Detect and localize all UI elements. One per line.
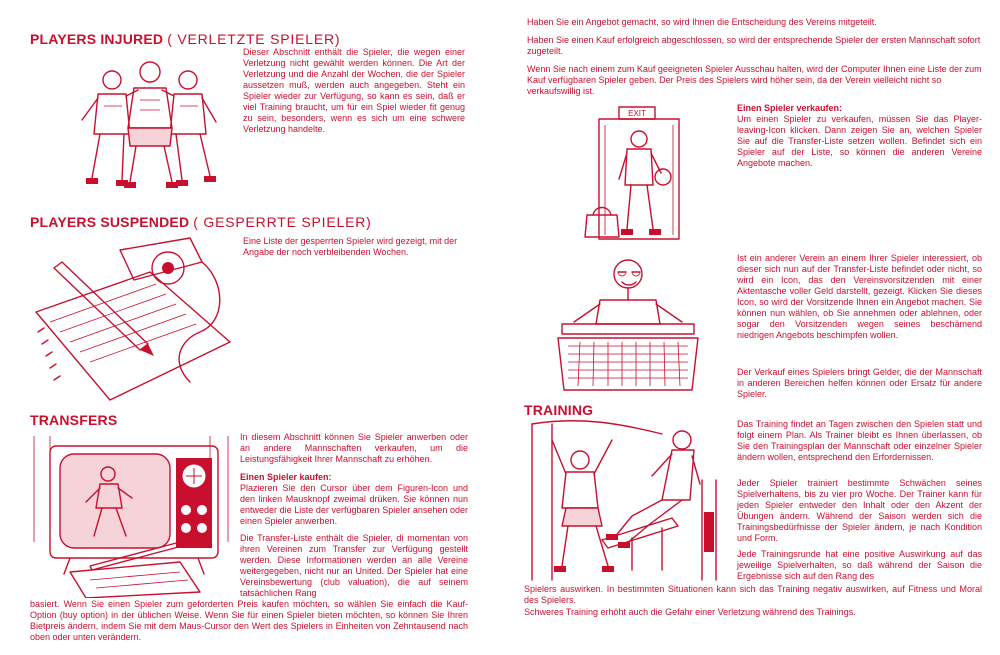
heading-players-suspended-title: PLAYERS SUSPENDED <box>30 214 190 230</box>
sell-body: Um einen Spieler zu verkaufen, müssen Si… <box>737 114 982 168</box>
exit-sign-text: EXIT <box>628 109 646 118</box>
heading-players-injured: PLAYERS INJURED( VERLETZTE SPIELER) <box>30 31 340 47</box>
whistle-notepad-illustration <box>30 232 235 402</box>
injured-players-illustration <box>64 50 236 200</box>
heading-training-title: TRAINING <box>524 402 594 418</box>
heading-transfers-title: TRANSFERS <box>30 412 118 428</box>
suspended-body-text: Eine Liste der gesperrten Spieler wird g… <box>243 236 458 257</box>
heading-training: TRAINING <box>524 402 593 418</box>
heading-players-suspended-subtitle: ( GESPERRTE SPIELER) <box>193 214 372 230</box>
tv-transfer-illustration <box>30 432 235 598</box>
training-p3-narrow-text: Jede Trainingsrunde hat eine positive Au… <box>737 549 982 581</box>
heading-players-injured-subtitle: ( VERLETZTE SPIELER) <box>167 31 341 47</box>
injured-body-text: Dieser Abschnitt enthält die Spieler, di… <box>243 47 465 134</box>
money-text: Der Verkauf eines Spielers bringt Gelder… <box>737 367 982 399</box>
transfers-buy-body: Plazieren Sie den Cursor über dem Figure… <box>240 483 468 526</box>
training-p1-text: Das Training findet an Tagen zwischen de… <box>737 419 982 462</box>
transfers-list-text-narrow: Die Transfer-Liste enthält die Spieler, … <box>240 533 468 598</box>
heading-players-suspended: PLAYERS SUSPENDED( GESPERRTE SPIELER) <box>30 214 372 230</box>
purchase-complete-text: Haben Sie einen Kauf erfolgreich abgesch… <box>527 35 981 56</box>
transfers-list-text-wide: basiert. Wenn Sie einen Spieler zum gefo… <box>30 599 468 642</box>
offer-decision-text: Haben Sie ein Angebot gemacht, so wird I… <box>527 17 877 27</box>
sell-text: Einen Spieler verkaufen:Um einen Spieler… <box>737 103 982 169</box>
training-gym-illustration <box>522 420 727 582</box>
transfers-intro-text: In diesem Abschnitt können Sie Spieler a… <box>240 432 468 464</box>
heading-players-injured-title: PLAYERS INJURED <box>30 31 164 47</box>
transfers-buy-text: Einen Spieler kaufen:Plazieren Sie den C… <box>240 472 468 527</box>
transfers-buy-heading: Einen Spieler kaufen: <box>240 472 332 482</box>
heading-transfers: TRANSFERS <box>30 412 117 428</box>
training-p2-text: Jeder Spieler trainiert bestimmte Schwäc… <box>737 478 982 543</box>
sell-heading: Einen Spieler verkaufen: <box>737 103 843 113</box>
search-player-text: Wenn Sie nach einem zum Kauf geeigneten … <box>527 64 982 96</box>
offer-body-text: Ist ein anderer Verein an einem Ihrer Sp… <box>737 253 982 340</box>
training-p3-wide-text: Spielers auswirken. In bestimmten Situat… <box>524 584 982 605</box>
chairman-briefcase-illustration <box>556 252 701 397</box>
player-leaving-exit-illustration: EXIT <box>583 105 703 250</box>
training-p4-text: Schweres Training erhöht auch die Gefahr… <box>524 607 856 617</box>
